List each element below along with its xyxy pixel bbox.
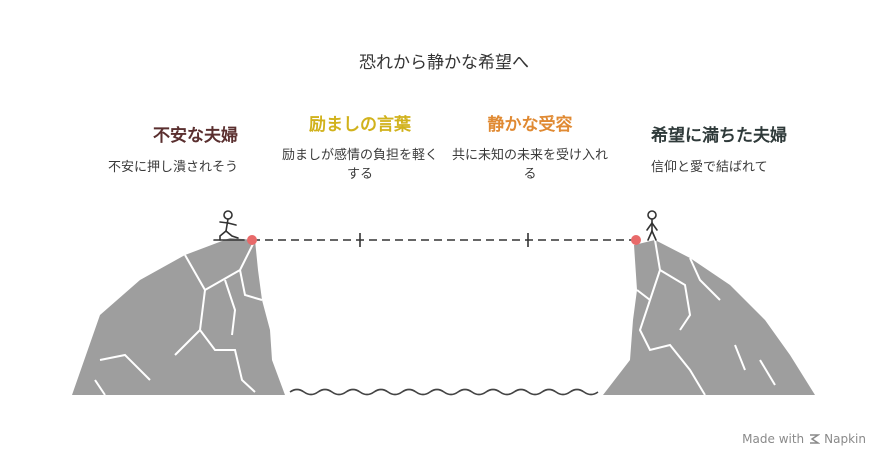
footer-label: Made with xyxy=(742,432,805,446)
stage-4-title: 希望に満ちた夫婦 xyxy=(651,126,787,146)
stage-4-description: 信仰と愛で結ばれて xyxy=(651,160,768,175)
right-figure-icon xyxy=(646,210,658,241)
footer-brand: Napkin xyxy=(824,432,866,446)
right-cliff xyxy=(603,239,815,396)
stage-2-title: 励ましの言葉 xyxy=(309,115,411,135)
end-endpoint xyxy=(631,235,641,245)
footer-credit[interactable]: Made with Napkin xyxy=(742,432,866,446)
stage-2-description: 励ましが感情の負担を軽くする xyxy=(282,148,439,182)
stage-3-description: 共に未知の未来を受け入れる xyxy=(452,148,609,182)
left-cliff xyxy=(72,238,285,396)
water-waves xyxy=(289,388,599,396)
start-endpoint xyxy=(247,235,257,245)
napkin-logo-icon xyxy=(810,434,821,444)
stage-3-title: 静かな受容 xyxy=(487,115,573,135)
stage-1-title: 不安な夫婦 xyxy=(153,126,238,146)
page-title: 恐れから静かな希望へ xyxy=(359,53,529,73)
stage-1-description: 不安に押し潰されそう xyxy=(107,160,238,175)
left-figure-icon xyxy=(213,210,245,241)
